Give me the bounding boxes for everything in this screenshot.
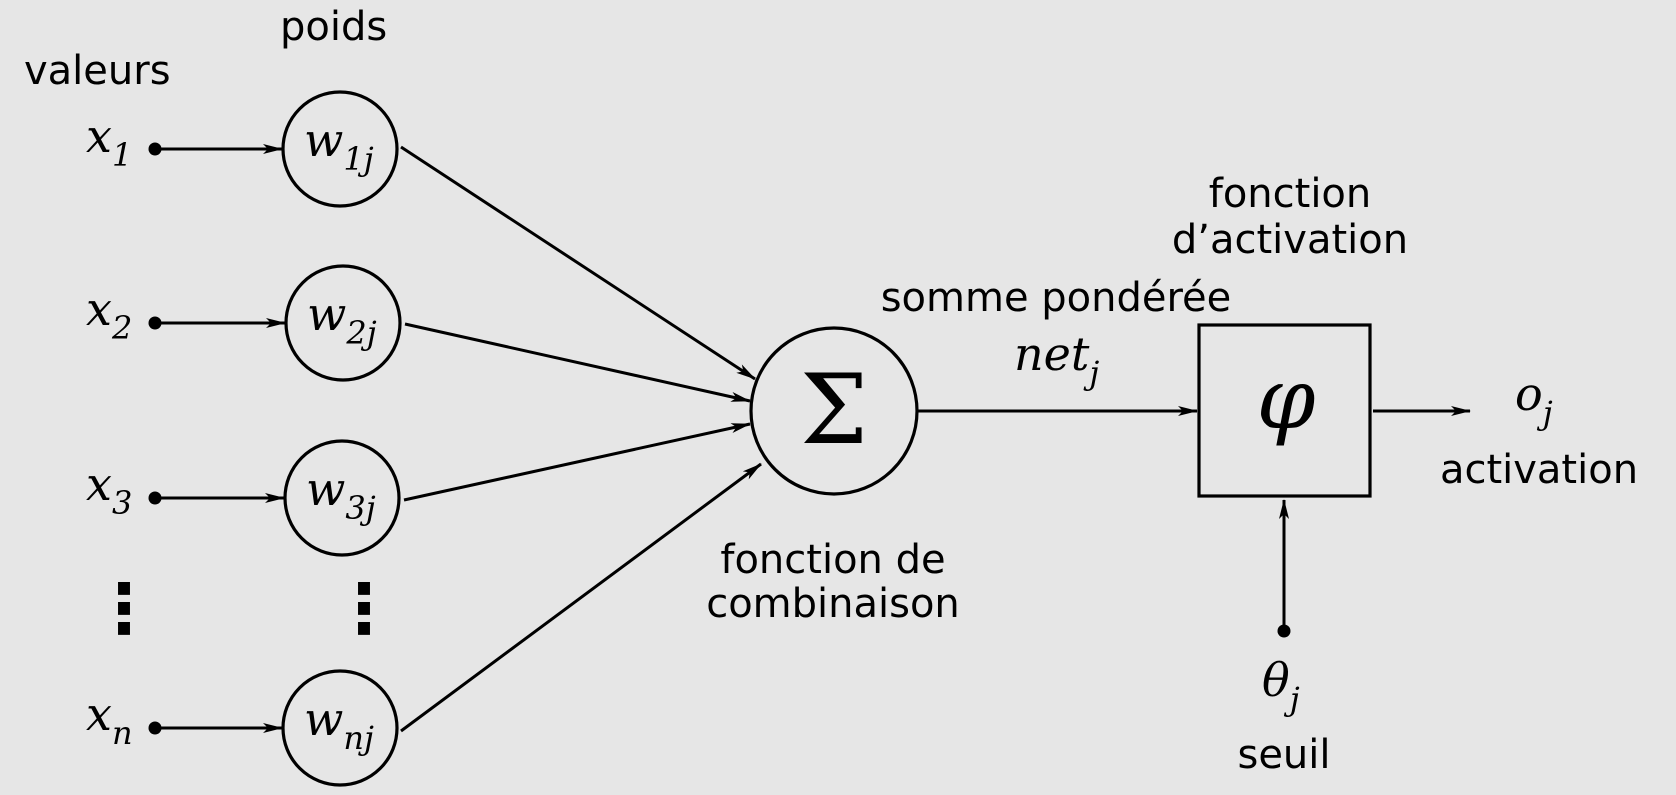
activation-label: activation bbox=[1440, 447, 1638, 493]
weight-node-1 bbox=[281, 90, 399, 208]
weight-w1j-label: w1j bbox=[304, 113, 374, 178]
threshold-label: θj bbox=[1262, 653, 1300, 718]
weighted-sum-label: somme pondérée bbox=[881, 275, 1232, 321]
net-label: netj bbox=[1014, 327, 1099, 392]
weight-node-n bbox=[281, 669, 399, 787]
activation-function-label-line2: d’activation bbox=[1172, 217, 1408, 263]
input-x1-label: x1 bbox=[86, 109, 132, 174]
inputs-ellipsis: ⋮ bbox=[90, 570, 158, 649]
summation-node bbox=[749, 326, 919, 496]
weight-node-2 bbox=[284, 264, 402, 382]
weight-w2j-label: w2j bbox=[307, 287, 377, 352]
weight-to-sum-arrow-n bbox=[400, 462, 762, 733]
combination-label-line1: fonction de bbox=[720, 537, 945, 583]
activation-function-label-line1: fonction bbox=[1209, 171, 1372, 217]
combination-label-line2: combinaison bbox=[706, 581, 960, 627]
weight-to-sum-arrow-3 bbox=[403, 422, 751, 502]
input-x3-label: x3 bbox=[86, 457, 132, 522]
weights-ellipsis: ⋮ bbox=[330, 570, 398, 649]
weight-w3j-label: w3j bbox=[306, 462, 376, 527]
weight-node-3 bbox=[283, 439, 401, 557]
sigma-symbol: Σ bbox=[800, 354, 868, 466]
weight-to-sum-arrow-2 bbox=[404, 322, 751, 403]
output-label: oj bbox=[1515, 367, 1553, 432]
weight-wnj-label: wnj bbox=[304, 692, 374, 757]
input-x2-label: x2 bbox=[86, 282, 132, 347]
weights-label: poids bbox=[280, 4, 387, 50]
weight-to-sum-arrow-1 bbox=[400, 145, 756, 381]
phi-symbol: φ bbox=[1257, 350, 1316, 448]
input-xn-label: xn bbox=[86, 687, 133, 752]
threshold-caption: seuil bbox=[1237, 732, 1330, 778]
activation-function-box bbox=[1197, 323, 1372, 498]
values-label: valeurs bbox=[24, 48, 171, 94]
